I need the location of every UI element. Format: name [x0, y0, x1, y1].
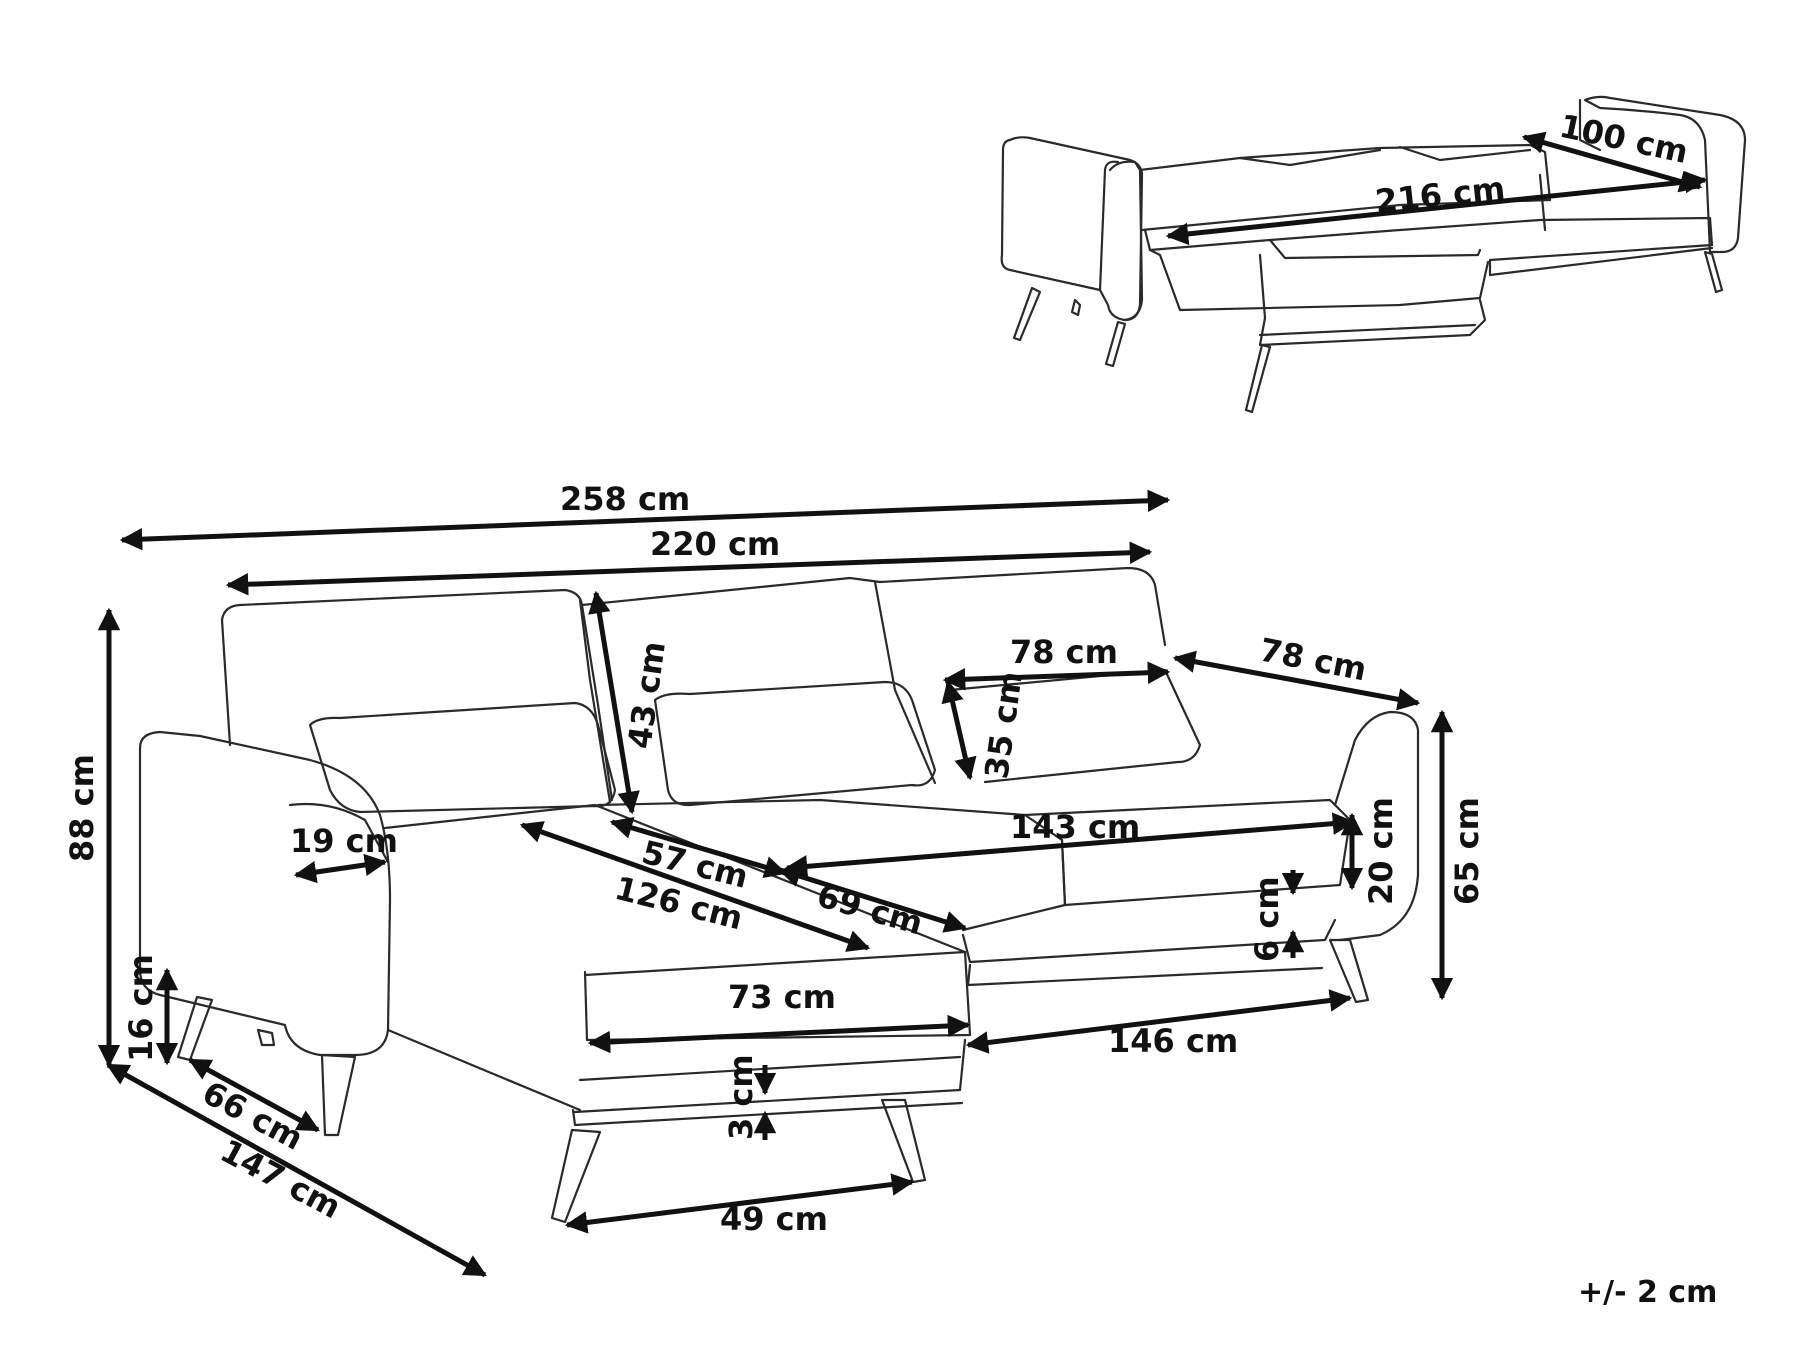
leg-height-label: 16 cm [122, 954, 160, 1062]
total-height-label: 88 cm [63, 754, 101, 862]
leg-span-arrow [965, 989, 1353, 1054]
chaise-width-label: 73 cm [728, 978, 836, 1016]
right-depth-arrow [1172, 650, 1421, 711]
chaise-front-legs-label: 49 cm [720, 1200, 828, 1238]
inner-width-arrow [225, 541, 1153, 596]
seat-depth-upper-label: 78 cm [1010, 633, 1118, 671]
bed-width-label: 100 cm [1556, 107, 1691, 171]
armrest-height-label: 20 cm [1362, 797, 1400, 905]
tolerance-note: +/- 2 cm [1578, 1275, 1717, 1310]
back-cushion-height-label: 43 cm [620, 639, 673, 751]
chaise-width-arrow [587, 1014, 971, 1054]
right-height-label: 65 cm [1448, 797, 1486, 905]
total-width-arrow [119, 489, 1171, 551]
right-depth-label: 78 cm [1256, 631, 1369, 689]
base-thickness-right-label: 6 cm [1248, 876, 1286, 962]
leg-span-label: 146 cm [1108, 1022, 1238, 1060]
seat-width-arrow [784, 812, 1356, 878]
seat-depth-upper-arrow [942, 661, 1171, 691]
inner-width-label: 220 cm [650, 525, 780, 563]
bed-length-label: 216 cm [1373, 169, 1507, 220]
armrest-width-label: 19 cm [290, 822, 398, 860]
backrest-depth-arrow [941, 679, 977, 781]
base-thickness-chaise-label: 3 cm [722, 1054, 760, 1140]
seat-depth-arrow [777, 865, 968, 933]
chaise-front-legs-arrow [564, 1173, 915, 1234]
sofa-drawing [138, 566, 1420, 1224]
chaise-depth-arrow [106, 1062, 487, 1278]
seat-width-label: 143 cm [1010, 808, 1140, 846]
total-width-label: 258 cm [560, 480, 690, 518]
chaise-length-arrow [519, 821, 871, 952]
armrest-width-arrow [293, 853, 388, 884]
back-cushion-height-arrow [588, 590, 640, 815]
bed-length-arrow [1165, 170, 1708, 246]
